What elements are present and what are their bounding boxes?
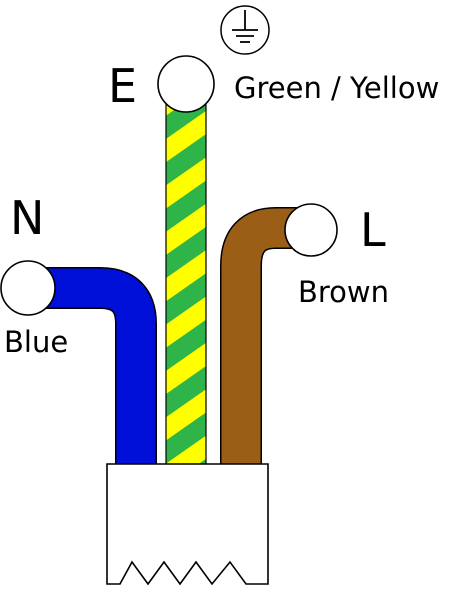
earth-terminal: [157, 55, 215, 113]
live-colour-label: Brown: [298, 275, 389, 309]
earth-ground-icon: [220, 5, 270, 55]
earth-colour-label: Green / Yellow: [234, 71, 439, 105]
cable-sheath: [106, 463, 269, 586]
neutral-wire-fill: [36, 268, 156, 474]
earth-letter: E: [108, 59, 137, 113]
live-wire-fill: [221, 208, 312, 474]
neutral-letter: N: [10, 191, 44, 245]
neutral-terminal: [0, 260, 56, 316]
live-terminal: [284, 203, 338, 257]
live-letter: L: [360, 203, 386, 257]
neutral-colour-label: Blue: [4, 325, 68, 359]
earth-wire: [165, 89, 207, 475]
